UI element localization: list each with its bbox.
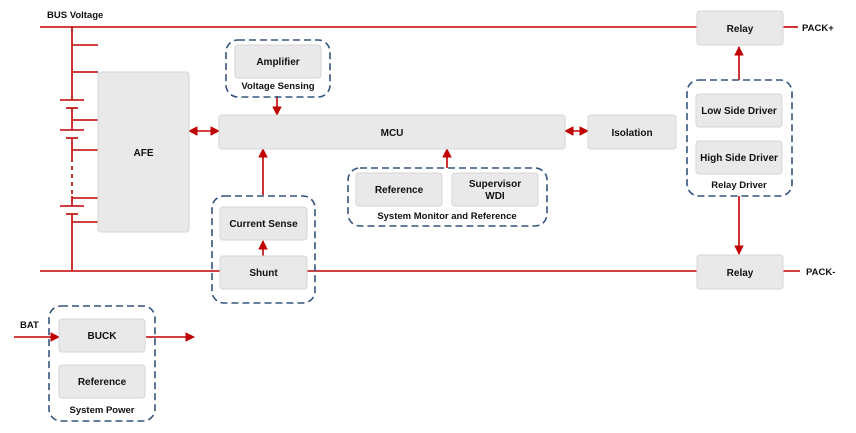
low-side-driver-label: Low Side Driver — [701, 106, 777, 117]
bus-voltage-label: BUS Voltage — [47, 10, 103, 21]
system-monitor-group — [347, 167, 548, 227]
system-monitor-label: System Monitor and Reference — [377, 211, 516, 222]
isolation-block[interactable]: Isolation — [587, 114, 677, 150]
wdi-label: WDI — [485, 191, 505, 202]
voltage-sensing-label: Voltage Sensing — [241, 81, 314, 92]
relay-top-block[interactable]: Relay — [696, 10, 784, 46]
supervisor-label: Supervisor — [469, 179, 521, 190]
system-power-label: System Power — [70, 405, 135, 416]
mcu-label: MCU — [381, 128, 404, 139]
amplifier-block[interactable]: Amplifier — [234, 44, 322, 79]
amplifier-label: Amplifier — [256, 57, 299, 68]
current-sense-block[interactable]: Current Sense — [219, 206, 308, 241]
reference-monitor-label: Reference — [375, 185, 424, 196]
relay-bottom-label: Relay — [727, 268, 754, 279]
buck-label: BUCK — [88, 331, 118, 342]
relay-top-label: Relay — [727, 24, 754, 35]
low-side-driver-block[interactable]: Low Side Driver — [695, 93, 783, 128]
reference-monitor-block[interactable]: Reference — [355, 172, 443, 207]
relay-bottom-block[interactable]: Relay — [696, 254, 784, 290]
supervisor-block[interactable]: Supervisor WDI — [451, 172, 539, 207]
wiring — [14, 26, 800, 342]
pack-plus-label: PACK+ — [802, 23, 834, 34]
voltage-sensing-group — [225, 39, 331, 98]
mcu-block[interactable]: MCU — [218, 114, 566, 150]
relay-driver-group — [686, 79, 793, 197]
shunt-block[interactable]: Shunt — [219, 255, 308, 290]
high-side-driver-label: High Side Driver — [700, 153, 778, 164]
reference-power-block[interactable]: Reference — [58, 364, 146, 399]
afe-block[interactable]: AFE — [97, 71, 190, 233]
current-sensing-group — [211, 195, 316, 304]
bat-label: BAT — [20, 320, 39, 331]
shunt-label: Shunt — [249, 268, 278, 279]
afe-label: AFE — [134, 148, 154, 159]
system-power-group — [48, 305, 156, 422]
buck-block[interactable]: BUCK — [58, 318, 146, 353]
high-side-driver-block[interactable]: High Side Driver — [695, 140, 783, 175]
reference-power-label: Reference — [78, 377, 127, 388]
relay-driver-label: Relay Driver — [711, 180, 767, 191]
pack-minus-label: PACK- — [806, 267, 835, 278]
isolation-label: Isolation — [611, 128, 652, 139]
current-sense-label: Current Sense — [229, 219, 298, 230]
